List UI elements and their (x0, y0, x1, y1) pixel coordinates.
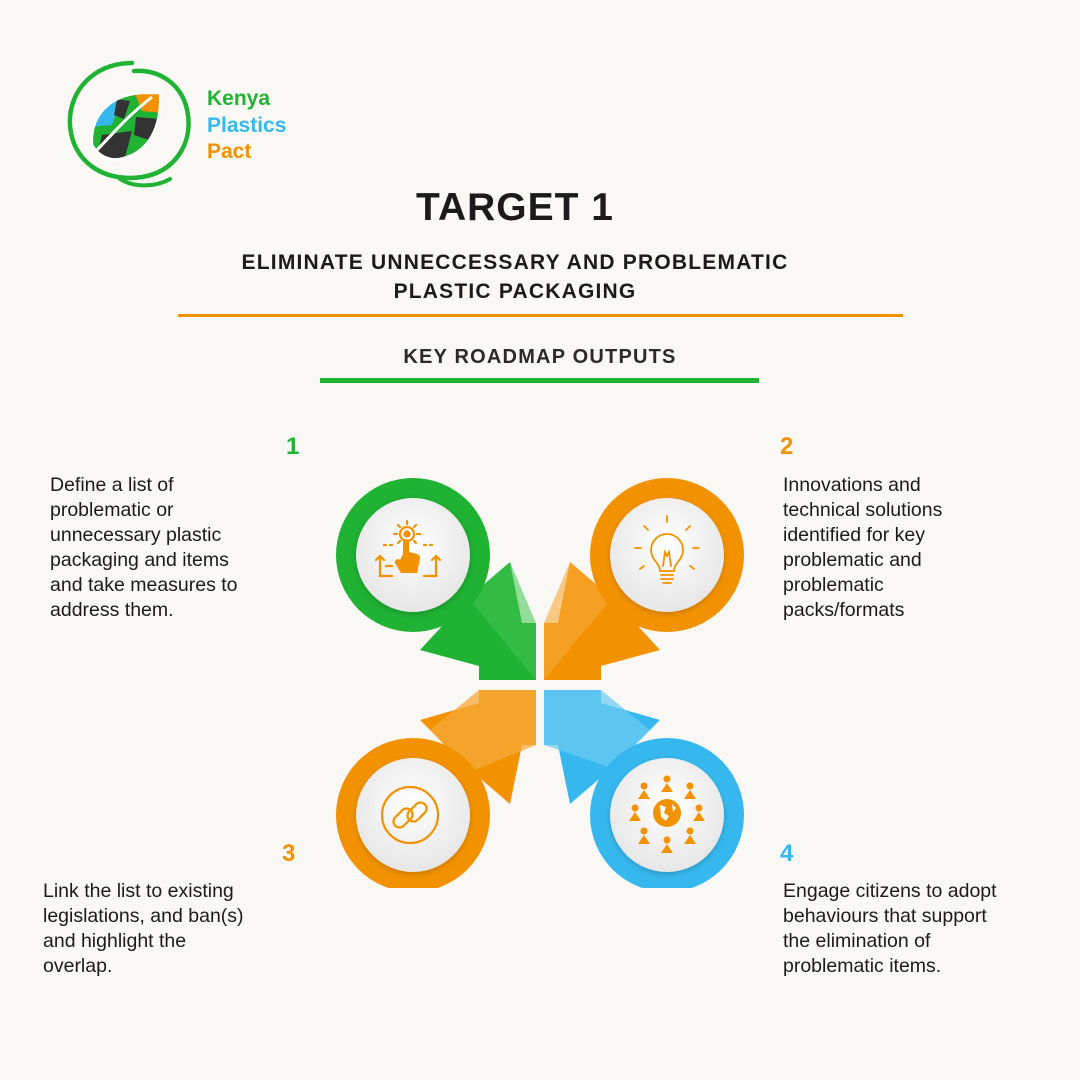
output-2-line: Innovations and (783, 474, 921, 496)
output-2-line: technical solutions (783, 499, 943, 521)
roadmap-diagram (336, 478, 744, 888)
output-1-line: packaging and items (50, 549, 229, 571)
logo-word-plastics: Plastics (207, 114, 287, 137)
gear-hand-touch-icon (374, 519, 442, 578)
output-number-4: 4 (780, 840, 794, 867)
output-2-line: problematic and (783, 549, 922, 571)
output-description-1: Define a list of problematic or unnecess… (50, 473, 290, 623)
logo-word-pact: Pact (207, 140, 252, 163)
output-4-line: problematic items. (783, 955, 942, 977)
output-3-line: and highlight the (43, 930, 187, 952)
output-3-line: Link the list to existing (43, 880, 234, 902)
output-3-line: overlap. (43, 955, 113, 977)
arrow-2-highlight (544, 562, 612, 680)
output-4-line: the elimination of (783, 930, 931, 952)
page-subtitle: ELIMINATE UNNECCESSARY AND PROBLEMATIC P… (190, 248, 840, 306)
arrow-1 (420, 562, 536, 680)
people-globe-icon (629, 775, 705, 853)
output-description-2: Innovations and technical solutions iden… (783, 473, 1023, 623)
circle-4 (590, 738, 744, 888)
output-2-line: packs/formats (783, 599, 905, 621)
output-number-1: 1 (286, 433, 300, 460)
arrow-4 (544, 690, 660, 804)
orange-divider (178, 314, 903, 317)
output-description-4: Engage citizens to adopt behaviours that… (783, 879, 1053, 979)
output-description-3: Link the list to existing legislations, … (43, 879, 303, 979)
kenya-plastics-pact-logo (67, 60, 191, 188)
circle-2 (590, 478, 744, 632)
arrow-1-highlight (468, 562, 536, 680)
arrow-2 (544, 562, 660, 680)
output-number-3: 3 (282, 840, 296, 867)
output-2-line: identified for key (783, 524, 925, 546)
green-divider (320, 378, 759, 383)
output-1-line: Define a list of (50, 474, 174, 496)
circle-1 (336, 478, 490, 632)
subtitle-line-1: ELIMINATE UNNECCESSARY AND PROBLEMATIC (241, 251, 789, 274)
output-1-line: and take measures to (50, 574, 238, 596)
output-2-line: problematic (783, 574, 884, 596)
output-1-line: problematic or (50, 499, 174, 521)
output-4-line: behaviours that support (783, 905, 987, 927)
section-title: KEY ROADMAP OUTPUTS (403, 346, 677, 368)
output-3-line: legislations, and ban(s) (43, 905, 244, 927)
lightbulb-icon (634, 515, 700, 584)
subtitle-line-2: PLASTIC PACKAGING (393, 280, 637, 303)
page-title: TARGET 1 (416, 186, 614, 229)
arrow-4-highlight (544, 690, 650, 768)
output-number-2: 2 (780, 433, 794, 460)
output-4-line: Engage citizens to adopt (783, 880, 997, 902)
output-1-line: address them. (50, 599, 174, 621)
chain-link-icon (380, 785, 440, 845)
circle-3 (336, 738, 490, 888)
output-1-line: unnecessary plastic (50, 524, 222, 546)
logo-word-kenya: Kenya (207, 87, 271, 110)
